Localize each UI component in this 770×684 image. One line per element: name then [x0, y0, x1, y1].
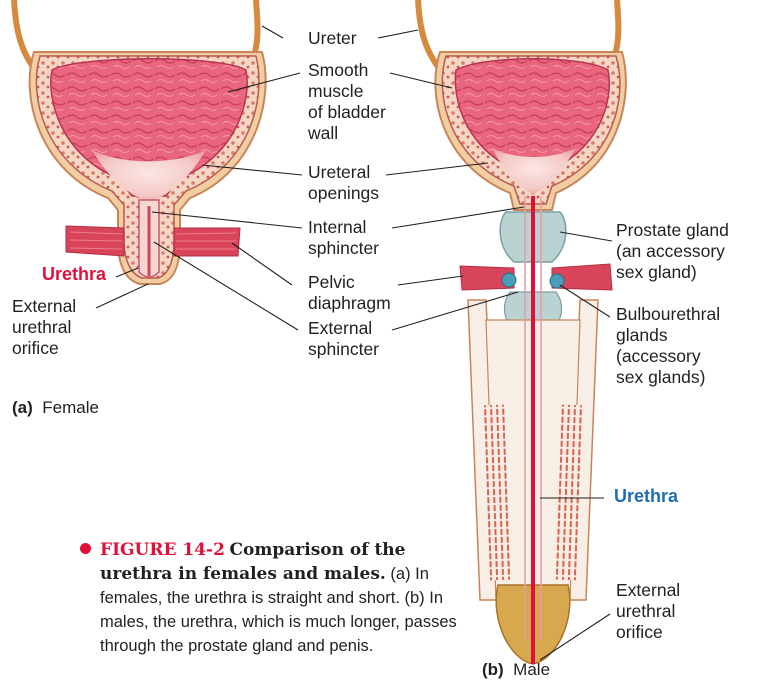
label-smooth-muscle-line3: of bladder [308, 102, 386, 123]
panel-a-name: Female [42, 398, 99, 417]
label-smooth-muscle: Smooth muscle of bladder wall [308, 60, 386, 144]
label-urethra-female: Urethra [42, 264, 106, 285]
label-ext-orifice-female-line1: External [12, 296, 76, 317]
panel-a-letter: (a) [12, 398, 33, 417]
label-bulbourethral-glands: Bulbourethral glands (accessory sex glan… [616, 304, 720, 388]
label-ext-orifice-female-line3: orifice [12, 338, 76, 359]
label-pelvic-diaphragm-line1: Pelvic [308, 272, 391, 293]
label-internal-sphincter-line1: Internal [308, 217, 379, 238]
caption-figure-number: FIGURE 14-2 [100, 540, 225, 560]
label-smooth-muscle-line1: Smooth [308, 60, 386, 81]
label-pelvic-diaphragm: Pelvic diaphragm [308, 272, 391, 314]
label-ext-orifice-male-line1: External [616, 580, 680, 601]
label-external-urethral-orifice-male: External urethral orifice [616, 580, 680, 643]
panel-label-a: (a) Female [12, 398, 99, 418]
figure-caption: FIGURE 14-2 Comparison of the urethra in… [100, 538, 475, 658]
caption-bullet [80, 543, 91, 554]
panel-label-b: (b) Male [482, 660, 550, 680]
label-ext-orifice-male-line3: orifice [616, 622, 680, 643]
label-prostate-line1: Prostate gland [616, 220, 729, 241]
label-pelvic-diaphragm-line2: diaphragm [308, 293, 391, 314]
label-bulbourethral-line4: sex glands) [616, 367, 720, 388]
label-internal-sphincter-line2: sphincter [308, 238, 379, 259]
label-ext-orifice-female-line2: urethral [12, 317, 76, 338]
label-urethra-male: Urethra [614, 486, 678, 507]
label-bulbourethral-line3: (accessory [616, 346, 720, 367]
label-ext-orifice-male-line2: urethral [616, 601, 680, 622]
label-prostate-gland: Prostate gland (an accessory sex gland) [616, 220, 729, 283]
label-prostate-line2: (an accessory [616, 241, 729, 262]
label-ureteral-openings-line2: openings [308, 183, 379, 204]
label-external-sphincter-line1: External [308, 318, 379, 339]
label-prostate-line3: sex gland) [616, 262, 729, 283]
female-bladder-illustration [14, 0, 266, 284]
label-ureteral-openings-line1: Ureteral [308, 162, 379, 183]
panel-b-name: Male [513, 660, 550, 679]
panel-b-letter: (b) [482, 660, 504, 679]
label-internal-sphincter: Internal sphincter [308, 217, 379, 259]
label-external-sphincter: External sphincter [308, 318, 379, 360]
bulbourethral-gland-left [502, 273, 516, 287]
label-smooth-muscle-line4: wall [308, 123, 386, 144]
label-ureter: Ureter [308, 28, 357, 49]
label-bulbourethral-line1: Bulbourethral [616, 304, 720, 325]
label-external-sphincter-line2: sphincter [308, 339, 379, 360]
label-smooth-muscle-line2: muscle [308, 81, 386, 102]
label-ureteral-openings: Ureteral openings [308, 162, 379, 204]
label-external-urethral-orifice-female: External urethral orifice [12, 296, 76, 359]
label-bulbourethral-line2: glands [616, 325, 720, 346]
